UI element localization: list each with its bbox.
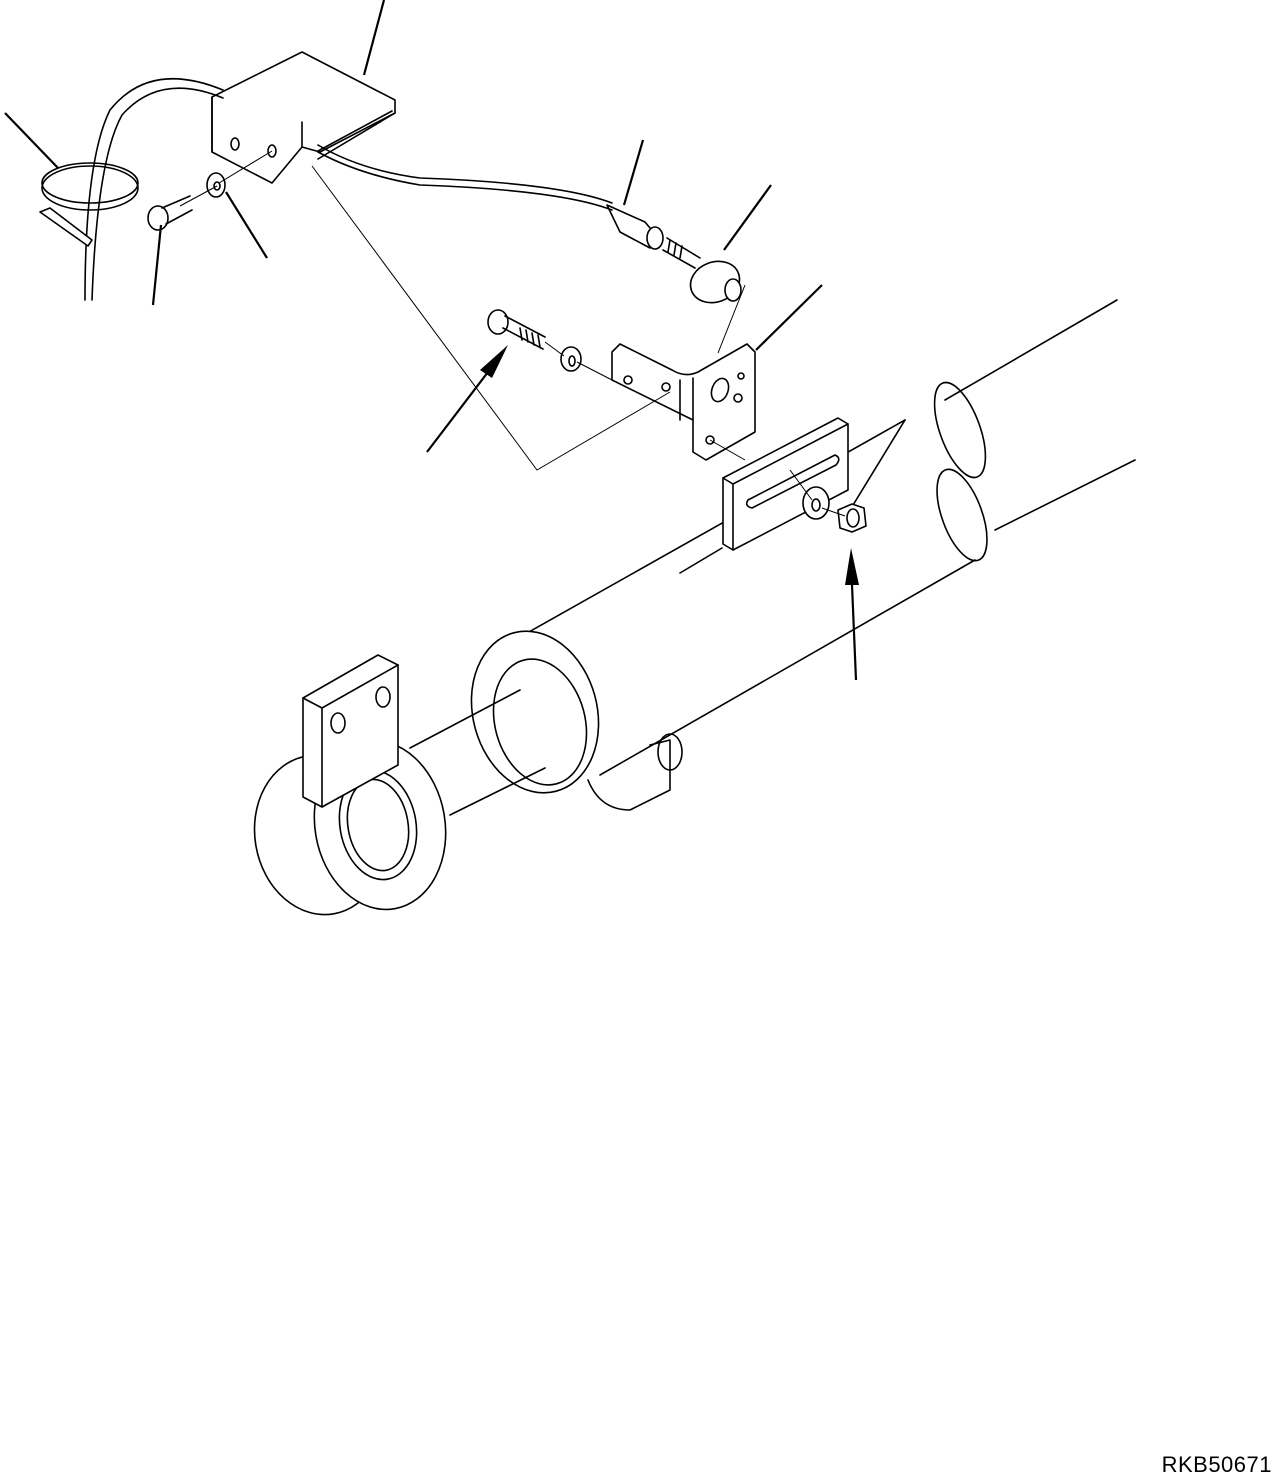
slotted-plate [722, 417, 849, 551]
arrow-nut [845, 548, 859, 681]
controller-box [211, 51, 396, 184]
cable-connector [606, 204, 664, 250]
bolt-small [147, 195, 193, 231]
sensor-bracket [611, 343, 756, 461]
assembly-lines [179, 150, 846, 517]
hydraulic-cylinder [253, 299, 1136, 916]
washer-bracket [560, 346, 582, 372]
arrow-bolt [426, 345, 508, 453]
proximity-sensor [662, 237, 742, 304]
washer-small [206, 172, 226, 198]
cable-tie [39, 162, 139, 247]
nut [837, 503, 867, 533]
leader-lines [4, 0, 823, 351]
washer-nut [802, 486, 830, 520]
cables [84, 78, 613, 301]
bolt-bracket [487, 309, 546, 350]
reference-code: RKB50671 [1161, 1452, 1272, 1477]
